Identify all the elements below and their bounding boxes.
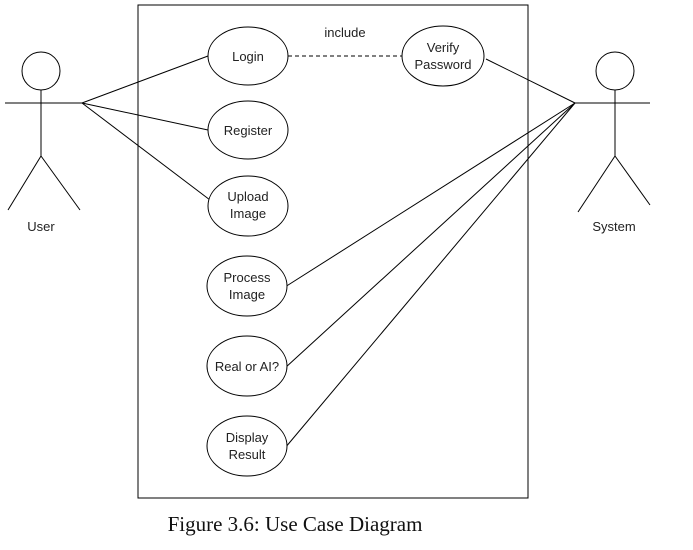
use-case-process-ellipse xyxy=(206,255,288,317)
use-case-process-label-1: Process xyxy=(224,270,271,285)
use-case-upload-label-1: Upload xyxy=(227,189,268,204)
use-case-upload-ellipse xyxy=(207,175,289,237)
use-case-login: Login xyxy=(207,26,289,86)
use-case-login-label: Login xyxy=(232,49,264,64)
use-case-register-label: Register xyxy=(224,123,273,138)
use-case-process-label-2: Image xyxy=(229,287,265,302)
use-case-process-image: Process Image xyxy=(206,255,288,317)
use-case-upload-label-2: Image xyxy=(230,206,266,221)
association-user-upload xyxy=(81,102,211,201)
use-case-realorai-label: Real or AI? xyxy=(215,359,279,374)
use-case-display-result: Display Result xyxy=(206,415,288,477)
association-user-register xyxy=(81,102,209,131)
include-label: include xyxy=(324,25,365,40)
use-case-realorai-ellipse xyxy=(206,335,288,397)
use-case-display-ellipse xyxy=(206,415,288,477)
actor-system-label: System xyxy=(592,219,635,234)
use-case-verify-ellipse xyxy=(401,25,485,87)
user-head xyxy=(21,51,61,91)
system-head xyxy=(595,51,635,91)
actor-user xyxy=(5,51,82,211)
use-case-register: Register xyxy=(207,100,289,160)
use-case-upload-image: Upload Image xyxy=(207,175,289,237)
association-user-login xyxy=(81,55,209,104)
system-boundary xyxy=(137,4,529,499)
use-case-real-or-ai: Real or AI? xyxy=(206,335,288,397)
use-case-register-ellipse xyxy=(207,100,289,160)
association-system-display xyxy=(284,102,576,449)
actor-user-label: User xyxy=(27,219,55,234)
association-system-realorai xyxy=(284,102,576,369)
use-case-login-ellipse xyxy=(207,26,289,86)
figure-caption: Figure 3.6: Use Case Diagram xyxy=(167,512,423,536)
use-case-verify-password: Verify Password xyxy=(401,25,485,87)
use-case-display-label-2: Result xyxy=(229,447,266,462)
use-case-verify-label-1: Verify xyxy=(427,40,460,55)
use-case-verify-label-2: Password xyxy=(414,57,471,72)
actor-system xyxy=(575,51,651,213)
association-system-verify xyxy=(485,58,576,104)
use-case-display-label-1: Display xyxy=(226,430,269,445)
association-system-process xyxy=(284,102,576,288)
